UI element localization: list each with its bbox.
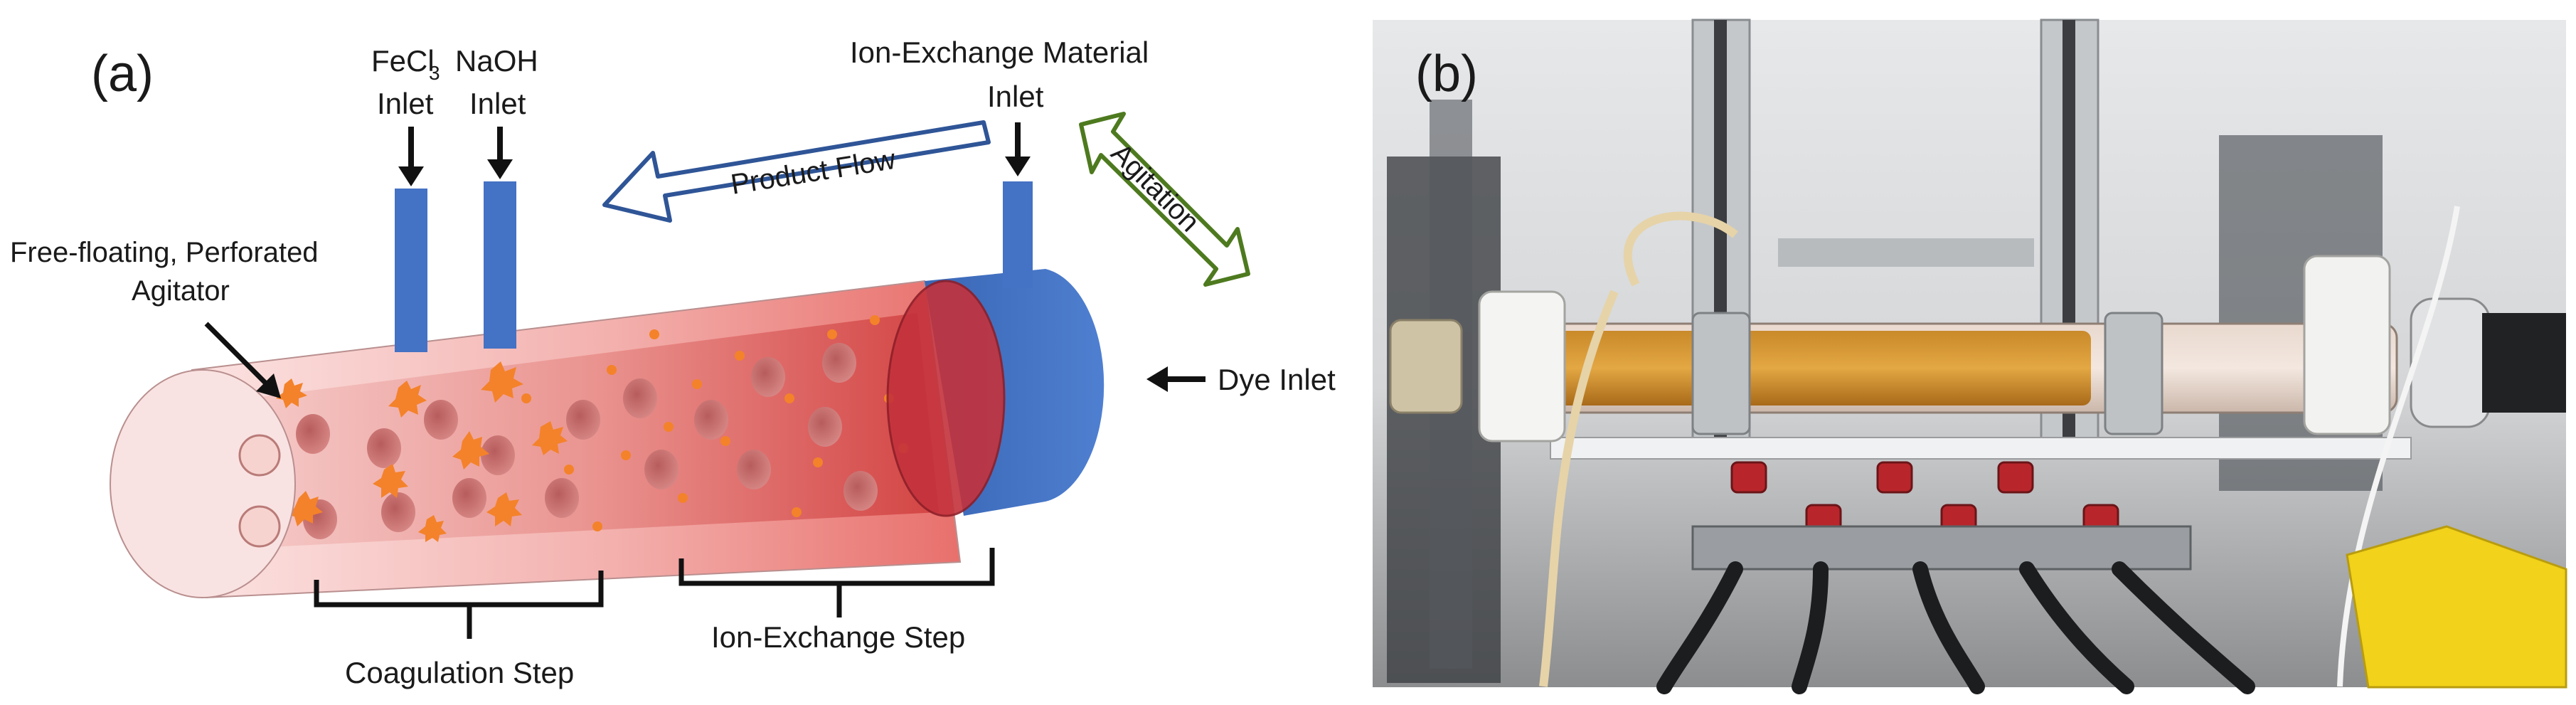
tube-left-end xyxy=(110,369,296,598)
fecl3-inlet-word: Inlet xyxy=(377,87,434,120)
fecl3-inlet-pipe xyxy=(395,189,427,352)
agitator-hole-bottom xyxy=(238,505,281,548)
fecl3-label: FeCl xyxy=(371,44,435,78)
ion-exchange-step-label: Ion-Exchange Step xyxy=(711,620,965,654)
dye-inlet-label: Dye Inlet xyxy=(1218,363,1336,396)
panel-a-label: (a) xyxy=(91,46,154,102)
agitator-label-line1: Free-floating, Perforated xyxy=(10,237,319,268)
agitation-arrow: Agitation xyxy=(1079,112,1250,287)
product-flow-arrow: Product Flow xyxy=(602,120,991,223)
fecl3-subscript: 3 xyxy=(429,62,440,84)
chamber-interface xyxy=(886,280,1006,517)
ion-exchange-inlet-word: Inlet xyxy=(987,80,1044,113)
ion-exchange-beads xyxy=(521,315,908,531)
inlet-arrows xyxy=(398,122,1205,392)
naoh-label: NaOH xyxy=(455,44,538,78)
coagulant-flocs xyxy=(276,361,568,542)
agitator-perforations xyxy=(296,343,878,539)
naoh-inlet-word: Inlet xyxy=(469,87,526,120)
naoh-inlet-pipe xyxy=(484,181,516,349)
ion-exchange-material-label: Ion-Exchange Material xyxy=(850,36,1149,69)
agitation-label: Agitation xyxy=(1105,137,1205,238)
panel-b-label: (b) xyxy=(1415,46,1478,102)
agitator-hole-top xyxy=(238,434,281,477)
panel-b-photo: (b) xyxy=(1373,18,2567,694)
agitator-pointer xyxy=(204,322,281,398)
coagulation-step-label: Coagulation Step xyxy=(345,656,574,689)
panel-a: (a) xyxy=(10,36,1336,689)
ion-exchange-inlet-pipe xyxy=(1003,181,1033,288)
coagulation-bracket xyxy=(314,571,604,608)
agitator-label-line2: Agitator xyxy=(132,275,230,307)
